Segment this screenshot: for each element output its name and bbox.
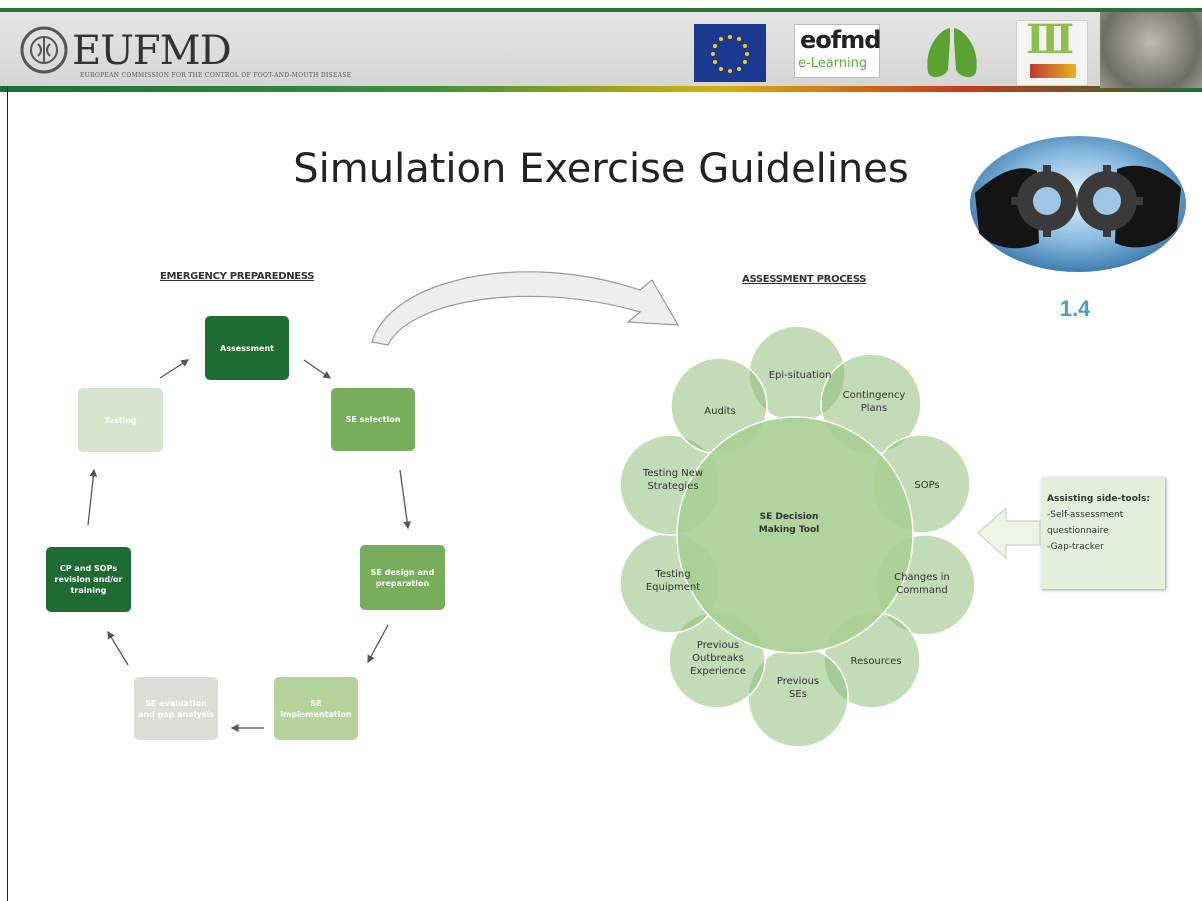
cycle-box-se-evaluation: SE evaluation and gap analysis	[134, 677, 218, 740]
banner-color-stripe	[0, 86, 1202, 92]
arrow-selection-to-design	[399, 469, 411, 530]
side-tools-title: Assisting side-tools:	[1047, 494, 1150, 504]
left-margin-rule	[7, 86, 8, 901]
petal-label-epi-situation: Epi-situation	[769, 370, 832, 381]
cycle-box-se-design: SE design and preparation	[360, 545, 445, 610]
animals-photo	[1100, 12, 1202, 88]
connector-curved-arrow	[371, 271, 680, 346]
arrow-revision-to-testing	[87, 468, 98, 526]
petal-label-audits: Audits	[704, 406, 735, 417]
cycle-box-se-selection: SE selection	[331, 388, 415, 451]
cycle-box-se-implementation: SE implementation	[274, 677, 358, 740]
eufmd-logo-text: EUFMD	[72, 28, 232, 74]
banner-top-line	[0, 8, 1202, 12]
eofmd-logo-subtext: e-Learning	[798, 56, 868, 71]
petal-label-sops: SOPs	[914, 480, 939, 491]
arrow-assessment-to-selection	[303, 359, 332, 379]
header-banner	[0, 8, 1202, 92]
eofmd-logo-text: eofmd	[800, 26, 881, 54]
slide-title-text: Simulation Exercise Guidelines	[293, 146, 909, 192]
arrow-design-to-implementation	[367, 624, 389, 664]
center-decision-tool	[676, 416, 914, 654]
side-tool-item: -Gap-tracker	[1047, 542, 1104, 552]
assisting-side-tools-box: Assisting side-tools: -Self-assessment q…	[1041, 477, 1165, 589]
slide-title: Simulation Exercise Guidelines	[0, 146, 1202, 192]
side-tool-item: -Self-assessment questionnaire	[1047, 510, 1124, 536]
gears-hands-image	[970, 136, 1186, 272]
arrow-evaluation-to-revision	[107, 630, 129, 666]
cycle-box-testing: Testing	[78, 388, 163, 452]
session-badge-numeral: III	[1026, 16, 1074, 63]
eufmd-logo-subtitle: EUROPEAN COMMISSION FOR THE CONTROL OF F…	[80, 72, 352, 79]
session-badge-stripe	[1030, 64, 1076, 78]
cycle-box-cp-sops-revision: CP and SOPs revision and/or training	[46, 547, 131, 612]
assessment-process-caption: ASSESSMENT PROCESS	[742, 274, 867, 285]
emergency-preparedness-caption: EMERGENCY PREPAREDNESS	[160, 271, 315, 282]
section-number: 1.4	[1059, 296, 1091, 321]
eu-flag-icon	[694, 24, 766, 82]
cycle-box-assessment: Assessment	[205, 316, 289, 380]
arrow-testing-to-assessment	[159, 359, 190, 379]
eofmd-elearning-logo	[794, 24, 880, 78]
petal-label-resources: Resources	[850, 656, 901, 667]
side-tools-arrow	[977, 506, 1041, 560]
fao-emblem-icon	[20, 26, 68, 74]
lungs-icon	[927, 28, 977, 78]
